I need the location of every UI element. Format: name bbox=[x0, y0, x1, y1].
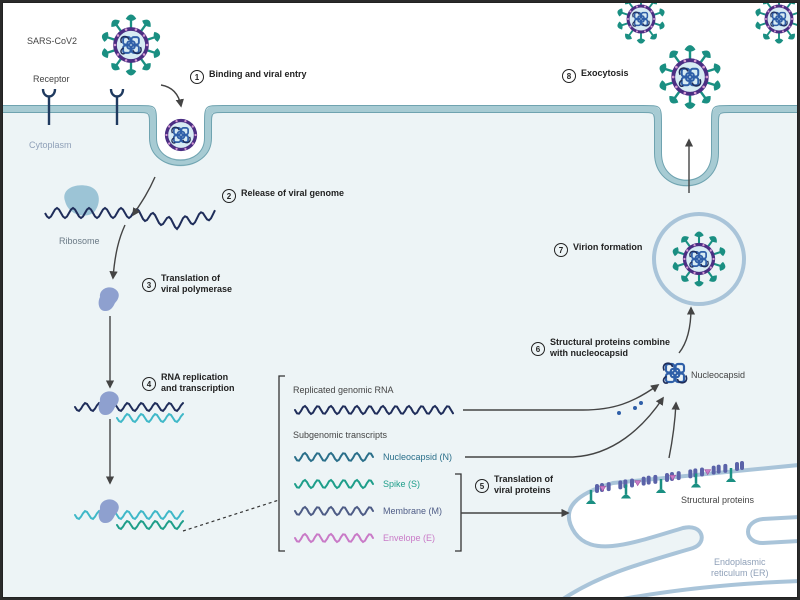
step-text: Translation of viral polymerase bbox=[161, 273, 233, 294]
transcript-label-n: Nucleocapsid (N) bbox=[383, 452, 453, 462]
arrow-er-to-nucleocapsid bbox=[668, 401, 680, 459]
flow-arrows bbox=[105, 84, 696, 518]
m-rna-wave bbox=[294, 505, 374, 517]
transcript-label-m: Membrane (M) bbox=[383, 506, 443, 516]
plasma-membrane bbox=[3, 105, 797, 187]
s-rna-wave bbox=[294, 478, 374, 490]
er-structural-proteins bbox=[586, 461, 744, 504]
step-8: 8 Exocytosis bbox=[562, 68, 629, 83]
viral-polymerase bbox=[98, 287, 119, 311]
ribosome-label: Ribosome bbox=[59, 236, 100, 246]
step-text: Exocytosis bbox=[581, 68, 629, 78]
arrow-release bbox=[132, 176, 156, 217]
cytoplasm-label: Cytoplasm bbox=[29, 140, 72, 150]
transcript-bracket bbox=[278, 375, 285, 552]
step-text: Binding and viral entry bbox=[209, 69, 307, 79]
arrow-genomic-to-nucleocapsid bbox=[463, 384, 660, 411]
arrow-entry bbox=[160, 84, 184, 108]
nucleocapsid-label: Nucleocapsid bbox=[691, 370, 746, 380]
step-6: 6 Structural proteins combine with nucle… bbox=[531, 337, 670, 359]
step-text: Virion formation bbox=[573, 242, 643, 252]
receptor-left bbox=[41, 88, 57, 125]
genomic-rna-wave bbox=[294, 404, 454, 416]
step-number: 8 bbox=[562, 69, 576, 83]
transcript-label-e: Envelope (E) bbox=[383, 533, 436, 543]
genomic-rna-strand bbox=[74, 401, 184, 413]
step-number: 7 bbox=[554, 243, 568, 257]
arrow-translation bbox=[109, 224, 126, 280]
step-number: 3 bbox=[142, 278, 156, 292]
step-5: 5 Translation of viral proteins bbox=[475, 474, 553, 496]
free-nucleocapsid-proteins bbox=[617, 401, 643, 415]
virus-binding bbox=[101, 14, 161, 76]
step-number: 5 bbox=[475, 479, 489, 493]
step-4: 4 RNA replication and transcription bbox=[142, 372, 235, 394]
receptor-label: Receptor bbox=[33, 74, 70, 84]
new-rna-strand bbox=[116, 412, 184, 424]
step-number: 1 bbox=[190, 70, 204, 84]
subgenomic-rna-strand bbox=[116, 519, 184, 531]
virion-vesicle bbox=[652, 212, 746, 306]
virus-exocytosis bbox=[659, 45, 721, 109]
zoom-dashed-line bbox=[182, 499, 280, 532]
step-number: 2 bbox=[222, 189, 236, 203]
step-text: Structural proteins combine with nucleoc… bbox=[550, 337, 671, 358]
replicating-polymerase bbox=[98, 391, 119, 415]
virion-forming bbox=[672, 231, 726, 287]
template-rna-strand bbox=[74, 509, 184, 521]
receptor-right bbox=[109, 88, 125, 125]
structural-proteins-label: Structural proteins bbox=[681, 495, 755, 505]
virus-released-1 bbox=[617, 3, 665, 44]
step-number: 4 bbox=[142, 377, 156, 391]
arrow-n-to-nucleocapsid bbox=[465, 396, 664, 458]
genomic-rna-header: Replicated genomic RNA bbox=[293, 385, 394, 395]
step-1: 1 Binding and viral entry bbox=[190, 69, 307, 84]
arrow-to-virion bbox=[678, 306, 696, 354]
step-text: Translation of viral proteins bbox=[494, 474, 554, 495]
n-rna-wave bbox=[294, 451, 374, 463]
cytoplasm-region bbox=[3, 109, 797, 597]
step-7: 7 Virion formation bbox=[554, 242, 642, 257]
step-text: RNA replication and transcription bbox=[161, 372, 235, 393]
virus-released-2 bbox=[755, 3, 797, 44]
virus-endocytosed bbox=[164, 118, 198, 152]
subgenomic-header: Subgenomic transcripts bbox=[293, 430, 388, 440]
diagram-canvas bbox=[3, 3, 797, 597]
transcript-label-s: Spike (S) bbox=[383, 479, 421, 489]
er-label: Endoplasmic reticulum (ER) bbox=[711, 557, 769, 578]
virus-label: SARS-CoV2 bbox=[27, 36, 78, 46]
step-number: 6 bbox=[531, 342, 545, 356]
transcribing-polymerase bbox=[98, 499, 119, 523]
nucleocapsid-complex bbox=[662, 362, 688, 384]
e-rna-wave bbox=[294, 532, 374, 544]
step-3: 3 Translation of viral polymerase bbox=[142, 273, 232, 295]
viral-genome-rna bbox=[44, 206, 216, 231]
step-2: 2 Release of viral genome bbox=[222, 188, 344, 203]
step-text: Release of viral genome bbox=[241, 188, 345, 198]
